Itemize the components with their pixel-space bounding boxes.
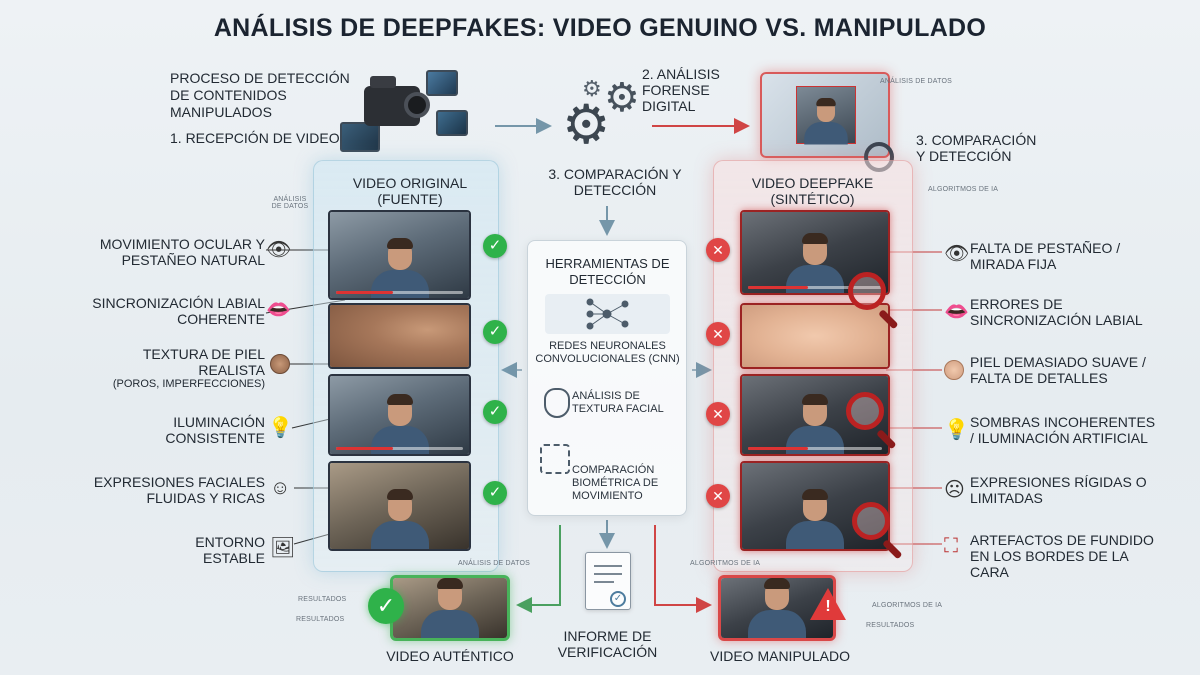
left-feature-lighting: ILUMINACIÓN CONSISTENTE [165, 414, 265, 446]
report-document-icon: ✓ [585, 552, 631, 610]
step3-top-label: 3. COMPARACIÓN Y DETECCIÓN [916, 132, 1037, 164]
page-title: ANÁLISIS DE DEEPFAKES: VIDEO GENUINO VS.… [213, 14, 987, 42]
lightbulb-icon: 💡 [944, 419, 969, 441]
ai-algorithms-label-right: ALGORITMOS DE IA [928, 186, 999, 193]
original-frame-skin [328, 303, 471, 369]
video-camera-illustration [340, 70, 470, 160]
lips-icon: 👄 [266, 299, 291, 321]
face-outline-icon [544, 388, 570, 418]
warning-icon [810, 588, 846, 620]
check-icon: ✓ [483, 481, 507, 505]
step2-label: 2. ANÁLISIS FORENSE DIGITAL [642, 66, 720, 114]
cross-icon: ✕ [706, 484, 730, 508]
gears-icon: ⚙ ⚙ ⚙ [562, 76, 640, 155]
tool-texture: ANÁLISIS DE TEXTURA FACIAL [572, 390, 664, 415]
lightbulb-icon: 💡 [268, 417, 293, 439]
results-label: RESULTADOS [296, 616, 345, 623]
landscape-icon: 🖼 [270, 537, 296, 559]
biometric-face-icon [540, 444, 570, 474]
arrow-to-manipulated [654, 525, 712, 613]
skin-swatch-icon [270, 354, 290, 374]
left-feature-environment: ENTORNO ESTABLE [195, 534, 265, 566]
right-feature-expressions: EXPRESIONES RÍGIDAS O LIMITADAS [970, 474, 1147, 506]
original-frame-lighting [328, 374, 471, 456]
right-feature-lighting: SOMBRAS INCOHERENTES / ILUMINACIÓN ARTIF… [970, 414, 1156, 446]
magnifier-icon [846, 392, 884, 430]
cross-icon: ✕ [706, 238, 730, 262]
left-feature-skin: TEXTURA DE PIEL REALISTA [142, 346, 265, 378]
data-analysis-label-bottom: ANÁLISIS DE DATOS [458, 560, 530, 567]
right-feature-eyes: FALTA DE PESTAÑEO / MIRADA FIJA [970, 240, 1121, 272]
check-icon: ✓ [483, 320, 507, 344]
results-label: RESULTADOS [298, 596, 347, 603]
process-heading: PROCESO DE DETECCIÓN DE CONTENIDOS MANIP… [170, 70, 350, 120]
tool-cnn: REDES NEURONALES CONVOLUCIONALES (CNN) [535, 340, 680, 365]
left-feature-expressions: EXPRESIONES FACIALES FLUIDAS Y RICAS [93, 474, 265, 506]
step3-mid-label: 3. COMPARACIÓN Y DETECCIÓN [548, 166, 682, 198]
report-label: INFORME DE VERIFICACIÓN [557, 628, 658, 660]
ai-algorithms-label-bottom-right: ALGORITMOS DE IA [872, 602, 943, 609]
skin-swatch-icon [944, 360, 964, 380]
check-icon: ✓ [483, 234, 507, 258]
verified-badge-icon: ✓ [368, 588, 404, 624]
results-label: RESULTADOS [866, 622, 915, 629]
original-panel-title: VIDEO ORIGINAL (FUENTE) [352, 175, 468, 207]
data-analysis-label-top: ANÁLISIS DE DATOS [880, 78, 952, 85]
right-feature-edges: ARTEFACTOS DE FUNDIDO EN LOS BORDES DE L… [970, 532, 1154, 580]
left-feature-lips: SINCRONIZACIÓN LABIAL COHERENTE [92, 295, 265, 327]
deepfake-panel-title: VIDEO DEEPFAKE (SINTÉTICO) [751, 175, 874, 207]
frown-icon: ☹ [944, 479, 965, 501]
lips-icon: 👄 [944, 301, 969, 323]
neural-network-icon [545, 294, 670, 334]
authentic-label: VIDEO AUTÉNTICO [386, 648, 514, 664]
step1-label: 1. RECEPCIÓN DE VIDEO [170, 130, 340, 146]
ai-algorithms-label-bottom: ALGORITMOS DE IA [690, 560, 761, 567]
manipulated-label: VIDEO MANIPULADO [709, 648, 851, 664]
deepfake-frame-skin [740, 303, 890, 369]
tools-title: HERRAMIENTAS DE DETECCIÓN [545, 256, 670, 287]
authentic-video-thumb [390, 575, 510, 641]
detection-tools-panel [527, 240, 687, 516]
cross-icon: ✕ [706, 402, 730, 426]
original-frame-eyes [328, 210, 471, 300]
check-icon: ✓ [483, 400, 507, 424]
right-feature-lips: ERRORES DE SINCRONIZACIÓN LABIAL [970, 296, 1143, 328]
cross-icon: ✕ [706, 322, 730, 346]
face-scan-icon: ⛶ [944, 535, 958, 557]
analysis-screen [760, 72, 890, 158]
right-feature-skin: PIEL DEMASIADO SUAVE / FALTA DE DETALLES [970, 354, 1146, 386]
eye-icon: 👁 [944, 243, 970, 265]
magnifier-icon [848, 272, 886, 310]
magnifier-icon [852, 502, 890, 540]
data-analysis-label-left: ANÁLISIS DE DATOS [271, 196, 309, 210]
warning-mark: ! [825, 598, 831, 615]
left-feature-eyes: MOVIMIENTO OCULAR Y PESTAÑEO NATURAL [99, 236, 265, 268]
tool-biometric: COMPARACIÓN BIOMÉTRICA DE MOVIMIENTO [572, 464, 659, 502]
original-frame-environment [328, 461, 471, 551]
eye-icon: 👁 [266, 239, 292, 261]
smile-icon: ☺ [270, 477, 291, 499]
left-feature-skin-sub: (POROS, IMPERFECCIONES) [112, 378, 265, 390]
arrow-to-authentic [516, 525, 561, 613]
